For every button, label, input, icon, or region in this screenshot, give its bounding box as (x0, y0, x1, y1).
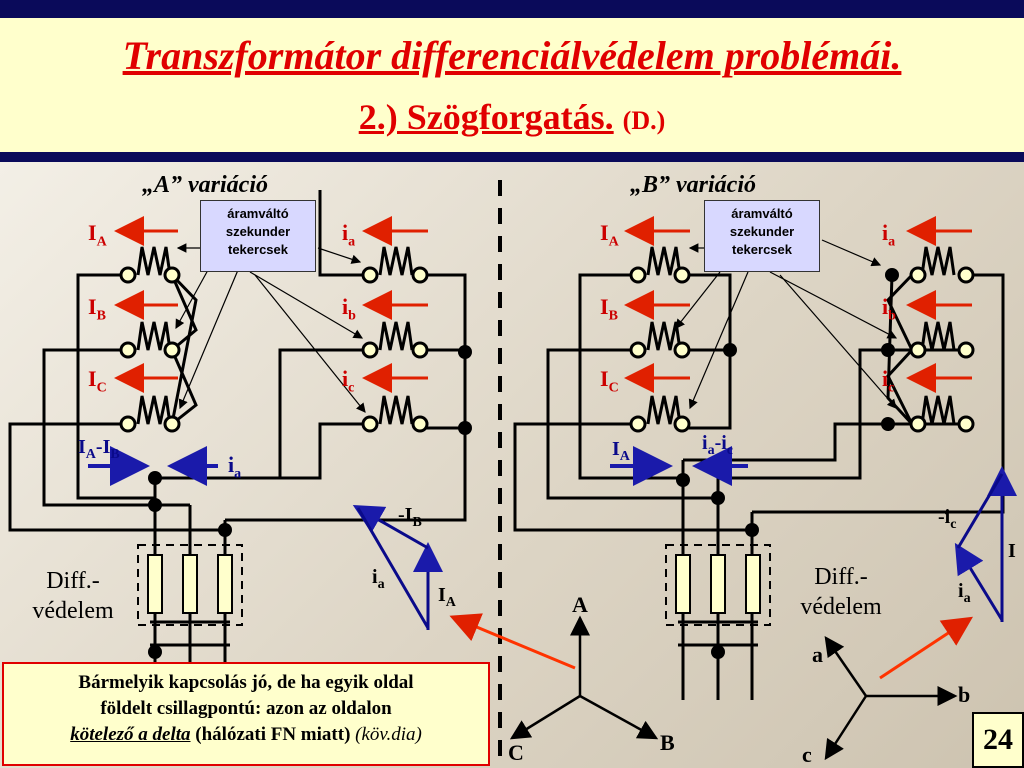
note-box: Bármelyik kapcsolás jó, de ha egyik olda… (2, 662, 490, 766)
star-label-c: c (802, 742, 812, 767)
variant-a-current-arrows (114, 216, 428, 393)
note-line-1: Bármelyik kapcsolás jó, de ha egyik olda… (78, 672, 414, 693)
variant-b-callouts (675, 239, 898, 410)
label-IB-right: IB (600, 294, 618, 324)
variant-b-label: „B” variáció (630, 172, 756, 198)
subtitle-main: 2.) Szögforgatás. (358, 97, 614, 137)
variant-a-phasor (352, 505, 443, 630)
page-number: 24 (972, 712, 1024, 768)
variant-a-terminals (119, 266, 429, 433)
star-label-C: C (508, 740, 524, 765)
variant-b-circuit (513, 245, 1005, 700)
ct-note-line: szekunder (225, 224, 291, 239)
label-ic-left: ic (342, 366, 355, 396)
note-line-2: földelt csillagpontú: azon az oldalon (100, 698, 392, 719)
ct-note-line: tekercsek (228, 242, 288, 257)
variant-b-relay (675, 554, 761, 614)
label-IC-right: IC (600, 366, 619, 396)
top-bar (0, 0, 1024, 18)
label-ib-left: ib (342, 294, 356, 324)
phasor-b-ia: ia (958, 580, 971, 606)
phasor-a-neg-ib: -IB (398, 504, 422, 530)
diff-line: védelem (800, 594, 882, 620)
label-ia-diff-left: ia (228, 452, 242, 482)
star-label-b: b (958, 682, 971, 707)
ct-note-line: áramváltó (227, 206, 289, 221)
ct-note-line: áramváltó (731, 206, 793, 221)
variant-b-phasor (954, 466, 1017, 622)
label-IC-left: IC (88, 366, 107, 396)
diff-line: védelem (32, 598, 114, 624)
diff-protection-label-a: Diff.- védelem (18, 566, 128, 626)
divider-bar (0, 152, 1024, 162)
phasor-a-IA: IA (438, 584, 456, 610)
note-line-3: kötelező a delta (hálózati FN miatt) (kö… (70, 724, 422, 745)
connector-left (449, 613, 576, 670)
star-diagram-primary (509, 615, 659, 740)
phasor-a-ia: ia (372, 566, 385, 592)
label-IA-left: IA (88, 220, 107, 250)
phasor-b-IA: I (1008, 540, 1016, 562)
variant-b-terminals (629, 266, 975, 433)
label-ib-right: ib (882, 294, 896, 324)
connector-right (879, 616, 974, 680)
subtitle-variant: (D.) (622, 106, 666, 135)
label-ia-right: ia (882, 220, 896, 250)
ct-note-line: tekercsek (732, 242, 792, 257)
variant-b-current-arrows (624, 216, 972, 393)
label-IA-IB-diff: IA-IB (78, 436, 120, 462)
variant-a-label: „A” variáció (142, 172, 268, 198)
label-IB-left: IB (88, 294, 106, 324)
page-title: Transzformátor differenciálvédelem probl… (122, 33, 902, 78)
diff-protection-label-b: Diff.- védelem (786, 562, 896, 622)
label-ic-right: ic (882, 366, 895, 396)
diff-line: Diff.- (814, 564, 868, 590)
ct-note-a: áramváltó szekunder tekercsek (200, 200, 316, 272)
label-IA-right: IA (600, 220, 619, 250)
star-label-B: B (660, 730, 675, 755)
variant-b-junctions (676, 268, 899, 659)
label-ia-ic-diff: ia-ic (702, 432, 733, 458)
ct-note-b: áramváltó szekunder tekercsek (704, 200, 820, 272)
star-diagram-secondary (824, 635, 958, 761)
label-ia-left: ia (342, 220, 356, 250)
variant-a-callouts (175, 243, 366, 413)
title-box: Transzformátor differenciálvédelem probl… (0, 18, 1024, 152)
variant-a-relay (147, 554, 233, 614)
star-label-a: a (812, 642, 823, 667)
page-subtitle: 2.) Szögforgatás. (D.) (0, 96, 1024, 138)
star-label-A: A (572, 592, 588, 617)
phasor-b-neg-ic: -ic (938, 506, 957, 532)
diff-line: Diff.- (46, 568, 100, 594)
variant-a-junctions (148, 345, 472, 659)
ct-note-line: szekunder (729, 224, 795, 239)
label-IA-diff-right: IA (612, 438, 630, 464)
